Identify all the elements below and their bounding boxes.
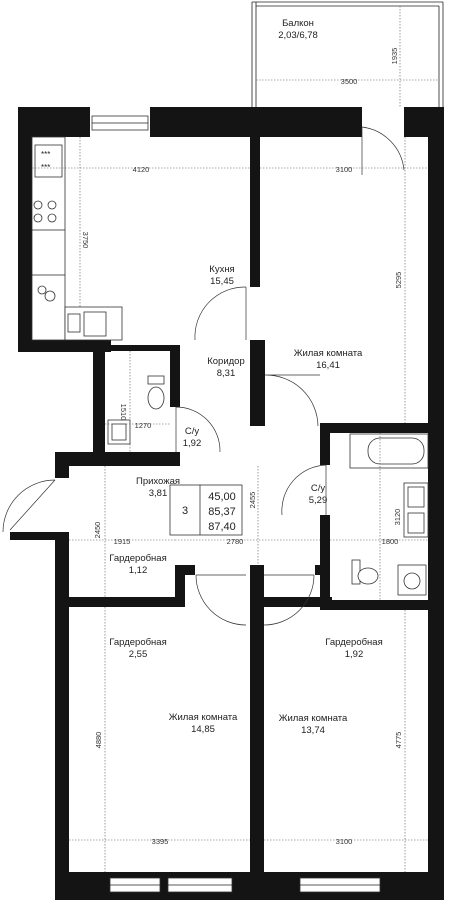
windows [91, 115, 381, 893]
dim-kitchen-width: 4120 [133, 165, 150, 174]
room-name-living-2: Жилая комната [169, 712, 238, 723]
dim-wc1-height: 1510 [119, 404, 128, 421]
walls [10, 107, 444, 900]
room-name-living-1: Жилая комната [294, 348, 363, 359]
room-name-wardrobe-3: Гардеробная [325, 637, 382, 648]
dimension-lines [32, 6, 439, 872]
dim-hall-width-mid: 2780 [227, 537, 244, 546]
svg-text:***: *** [41, 163, 50, 172]
room-name-wardrobe-2: Гардеробная [109, 637, 166, 648]
area-total: 85,37 [208, 506, 236, 518]
room-area-kitchen: 15,45 [210, 276, 234, 287]
dim-living3-height: 4775 [394, 732, 403, 749]
room-area-wardrobe-1: 1,12 [129, 565, 148, 576]
apartment-summary: 3 45,00 85,37 87,40 [169, 484, 243, 536]
dimension-labels: 1935 3500 4120 3750 3100 5295 1270 1510 … [81, 48, 403, 846]
room-area-hall: 3,81 [149, 488, 168, 499]
room-name-corridor: Коридор [207, 356, 245, 367]
room-area-living-3: 13,74 [301, 725, 325, 736]
dim-living2-width: 3395 [152, 837, 169, 846]
rooms-count: 3 [182, 505, 188, 517]
svg-text:***: *** [41, 150, 50, 159]
room-name-balcony: Балкон [282, 18, 314, 29]
room-area-wc-2: 5,29 [309, 495, 328, 506]
room-area-corridor: 8,31 [217, 368, 236, 379]
area-living: 45,00 [208, 491, 236, 503]
room-name-hall: Прихожая [136, 476, 180, 487]
dim-wc1-width: 1270 [135, 421, 152, 430]
room-name-wardrobe-1: Гардеробная [109, 553, 166, 564]
balcony-outline [251, 1, 444, 107]
bathroom-fixtures [107, 375, 429, 596]
room-name-living-3: Жилая комната [279, 713, 348, 724]
kitchen-fixtures: *** *** [31, 136, 123, 341]
room-name-wc-1: С/у [185, 426, 200, 437]
room-area-wardrobe-2: 2,55 [129, 649, 148, 660]
dim-kitchen-height: 3750 [81, 232, 90, 249]
dim-hall-width-left: 1915 [114, 537, 131, 546]
dim-wc2-width: 1800 [382, 537, 399, 546]
room-area-wardrobe-3: 1,92 [345, 649, 364, 660]
dim-hall-height-left: 2450 [93, 522, 102, 539]
room-area-balcony: 2,03/6,78 [278, 30, 318, 41]
dim-living3-width: 3100 [336, 837, 353, 846]
room-area-living-2: 14,85 [191, 724, 215, 735]
dim-living2-height: 4880 [94, 732, 103, 749]
doors [2, 126, 405, 626]
room-name-kitchen: Кухня [209, 264, 234, 275]
dim-wc2-height: 3120 [393, 509, 402, 526]
room-name-wc-2: С/у [311, 483, 326, 494]
dim-balcony-height: 1935 [390, 48, 399, 65]
dim-living1-height: 5295 [394, 272, 403, 289]
room-labels: Балкон 2,03/6,78 Кухня 15,45 Коридор 8,3… [109, 18, 382, 736]
dim-living1-width: 3100 [336, 165, 353, 174]
room-area-wc-1: 1,92 [183, 438, 202, 449]
room-area-living-1: 16,41 [316, 360, 340, 371]
area-total-with-balcony: 87,40 [208, 521, 236, 533]
dim-balcony-width: 3500 [341, 77, 358, 86]
dim-hall-height-right: 2455 [248, 492, 257, 509]
